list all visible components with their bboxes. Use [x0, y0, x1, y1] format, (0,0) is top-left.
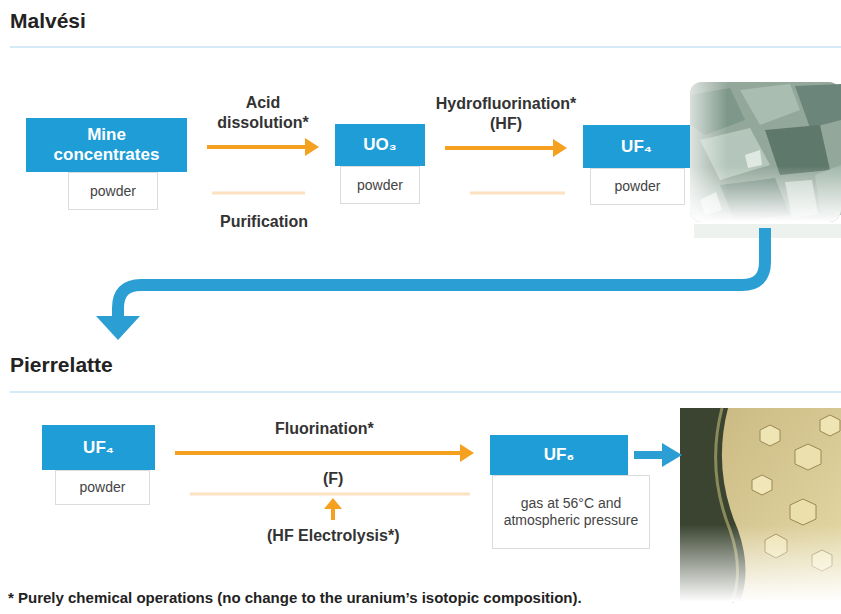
box-title: Mine concentrates: [44, 125, 169, 165]
arrow-shaft: [175, 451, 462, 455]
reflection-line: [190, 493, 470, 496]
state-note: powder: [68, 172, 158, 210]
state-note: powder: [55, 470, 150, 505]
process-box: UO₃ powder: [335, 124, 425, 204]
transfer-arrow: [118, 228, 765, 318]
step-label: Acid dissolution*: [213, 93, 313, 133]
reflection-line: [470, 192, 565, 195]
process-box: UF₄ powder: [583, 125, 690, 205]
feed-arrowhead: [324, 498, 342, 509]
state-text: gas at 56°C and atmospheric pressure: [501, 495, 641, 529]
arrowhead: [553, 139, 567, 157]
feed-arrow: [331, 508, 335, 520]
section-title: Pierrelatte: [10, 352, 113, 377]
box-heading: UF₄: [42, 425, 155, 470]
uf6-photo: [680, 408, 841, 602]
state-text: powder: [357, 177, 403, 194]
step-label: Hydrofluorination* (HF): [431, 94, 581, 134]
output-arrowhead: [662, 443, 682, 467]
section-rule: [10, 392, 841, 393]
state-note: powder: [340, 166, 420, 204]
uf4-photo: [690, 82, 841, 238]
process-box: UF₆ gas at 56°C and atmospheric pressure: [490, 435, 650, 549]
process-box: Mine concentrates powder: [26, 118, 187, 210]
box-heading: UF₆: [490, 435, 628, 475]
arrowhead: [460, 444, 474, 462]
arrow-shaft: [207, 145, 307, 149]
box-title: UF₄: [83, 438, 114, 458]
box-heading: UO₃: [335, 124, 425, 166]
state-note: gas at 56°C and atmospheric pressure: [492, 475, 650, 549]
process-arrow: [445, 139, 567, 157]
step-note: Purification: [220, 212, 308, 232]
state-text: powder: [90, 183, 136, 200]
footnote: * Purely chemical operations (no change …: [8, 588, 582, 607]
section-title: Malvési: [10, 8, 86, 33]
process-arrow: [207, 138, 319, 156]
output-arrow: [634, 451, 664, 459]
state-text: powder: [615, 178, 661, 195]
box-title: UF₄: [621, 137, 652, 157]
reagent-label: (F): [323, 469, 343, 489]
reagent-source: (HF Electrolysis*): [267, 526, 399, 546]
box-title: UF₆: [544, 445, 574, 465]
reflection-line: [212, 192, 305, 195]
step-label: Fluorination*: [275, 419, 374, 439]
box-title: UO₃: [363, 135, 396, 155]
state-text: powder: [80, 479, 126, 496]
arrow-shaft: [445, 146, 555, 150]
section-rule: [10, 47, 841, 48]
box-heading: UF₄: [583, 125, 690, 168]
box-heading: Mine concentrates: [26, 118, 187, 172]
arrowhead: [305, 138, 319, 156]
process-arrow: [175, 444, 474, 462]
process-box: UF₄ powder: [42, 425, 155, 505]
state-note: powder: [590, 168, 685, 205]
transfer-arrowhead: [96, 316, 140, 340]
